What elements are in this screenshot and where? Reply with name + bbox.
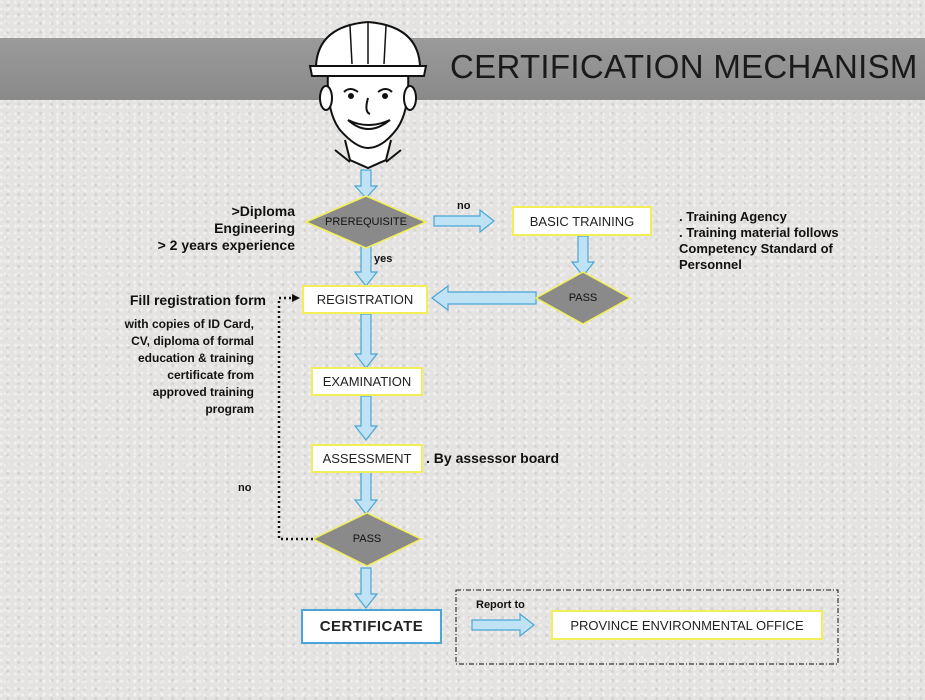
province-office-box: PROVINCE ENVIRONMENTAL OFFICE bbox=[551, 610, 823, 640]
registration-note-line: certificate from bbox=[167, 368, 254, 382]
training-note-line: . Training Agency bbox=[679, 209, 787, 224]
arrow-examination-to-assessment bbox=[353, 395, 379, 441]
label-no-top: no bbox=[457, 200, 471, 212]
registration-note-line: with copies of ID Card, bbox=[124, 317, 254, 331]
registration-note-line: CV, diploma of formal bbox=[131, 334, 254, 348]
prerequisite-diamond bbox=[304, 195, 428, 249]
arrow-prerequisite-to-basic-training bbox=[433, 208, 495, 234]
registration-note: with copies of ID Card, CV, diploma of f… bbox=[80, 316, 254, 418]
training-note-line: . Training material follows bbox=[679, 225, 839, 240]
examination-box: EXAMINATION bbox=[311, 367, 423, 396]
prerequisite-note-line: > 2 years experience bbox=[157, 237, 295, 253]
assessment-box: ASSESSMENT bbox=[311, 444, 423, 473]
prerequisite-label: PREREQUISITE bbox=[325, 216, 407, 228]
training-note: . Training Agency . Training material fo… bbox=[679, 209, 919, 273]
assessor-note: . By assessor board bbox=[426, 450, 560, 466]
label-report-to: Report to bbox=[476, 599, 525, 611]
arrow-report-to-office bbox=[471, 612, 535, 638]
pass-training-label: PASS bbox=[568, 292, 598, 304]
label-no-left: no bbox=[238, 482, 252, 494]
arrow-registration-to-examination bbox=[353, 313, 379, 369]
arrow-assessment-to-pass bbox=[353, 471, 379, 515]
registration-note-line: program bbox=[205, 402, 254, 416]
arrow-pass-to-certificate bbox=[353, 567, 379, 609]
label-yes: yes bbox=[374, 253, 393, 265]
arrow-prerequisite-to-registration bbox=[353, 243, 379, 287]
arrow-pass-to-registration bbox=[431, 284, 537, 312]
no-loop-connector bbox=[277, 296, 313, 541]
arrow-worker-to-prerequisite bbox=[353, 169, 379, 199]
no-loop-arrowhead bbox=[292, 294, 300, 302]
training-note-line: Competency Standard of bbox=[679, 241, 833, 256]
worker-hardhat-face-icon bbox=[308, 20, 428, 170]
registration-box: REGISTRATION bbox=[302, 285, 428, 314]
registration-note-line: education & training bbox=[137, 351, 254, 365]
pass-final-diamond bbox=[311, 512, 423, 567]
basic-training-box: BASIC TRAINING bbox=[512, 206, 652, 236]
registration-note-title: Fill registration form bbox=[129, 292, 266, 308]
prerequisite-note: >Diploma Engineering > 2 years experienc… bbox=[150, 203, 295, 254]
pass-training-diamond bbox=[534, 271, 632, 325]
registration-note-line: approved training bbox=[152, 385, 254, 399]
page-title: CERTIFICATION MECHANISM bbox=[450, 48, 918, 85]
report-frame bbox=[455, 589, 839, 665]
pass-final-label: PASS bbox=[352, 533, 382, 545]
arrow-basic-training-to-pass bbox=[570, 235, 596, 277]
certificate-box: CERTIFICATE bbox=[301, 609, 442, 644]
header-bar bbox=[0, 38, 925, 100]
prerequisite-note-line: >Diploma Engineering bbox=[214, 203, 295, 236]
training-note-line: Personnel bbox=[679, 257, 742, 272]
